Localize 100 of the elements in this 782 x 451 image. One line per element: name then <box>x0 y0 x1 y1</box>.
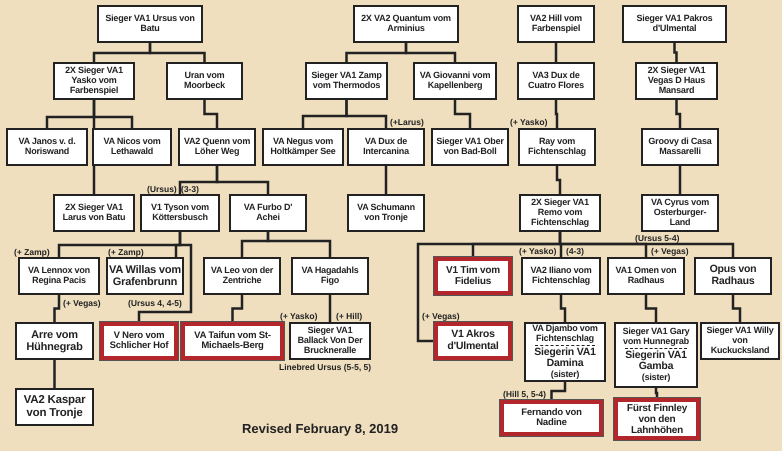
pedigree-line <box>148 43 206 62</box>
pedigree-box <box>15 322 94 360</box>
pedigree-box <box>524 322 606 382</box>
pedigree-box <box>166 62 243 100</box>
pedigree-box <box>53 62 135 100</box>
dog-name: VA Lennox von Regina Pacis <box>27 266 91 286</box>
pedigree-box <box>6 128 88 166</box>
pedigree-box <box>517 5 595 43</box>
dog-name: VA Dux de Intercanina <box>362 137 410 157</box>
dog-name: Groovy di Casa Massarelli <box>647 137 713 157</box>
pedigree-line <box>675 100 682 128</box>
pedigree-box <box>262 128 344 166</box>
breeding-note: (Hill 5, 5-4) <box>503 390 546 398</box>
pedigree-box <box>305 62 388 100</box>
pedigree-box <box>92 128 172 166</box>
pedigree-line <box>404 43 456 62</box>
pedigree-box <box>607 257 685 295</box>
pedigree-line <box>732 295 742 322</box>
breeding-note: (Ursus) <box>147 185 177 194</box>
pedigree-box <box>517 62 595 100</box>
dog-name: VA Negus vom Holtkämper See <box>269 137 337 157</box>
pedigree-box <box>181 322 284 360</box>
pedigree-box <box>289 322 371 360</box>
pedigree-box <box>178 128 256 166</box>
breeding-note: (+ Yasko) <box>280 312 318 320</box>
revision-date: Revised February 8, 2019 <box>242 422 398 435</box>
breeding-note: Linebred Ursus (5-5, 5) <box>279 363 372 372</box>
dog-name: VA Taifun vom St-Michaels-Berg <box>193 330 272 352</box>
dog-name: VA2 Hill vom Farbenspiel <box>529 14 583 34</box>
pedigree-box <box>518 128 596 166</box>
pedigree-box <box>106 257 184 295</box>
breeding-note: (+ Zamp) <box>108 248 144 256</box>
pedigree-box <box>18 257 100 295</box>
dog-name: VA Djambo vom Fichtenschlag <box>531 324 599 344</box>
breeding-note: (+ Vegas) <box>651 247 689 256</box>
pedigree-line <box>345 100 388 128</box>
pedigree-box <box>203 257 281 295</box>
pedigree-line <box>454 100 472 128</box>
pedigree-box <box>291 257 369 295</box>
relation-note: (sister) <box>550 370 580 380</box>
pedigree-box <box>614 398 700 440</box>
pedigree-box <box>641 194 719 232</box>
dog-name: Sieger VA1 Ursus von Batu <box>104 14 196 34</box>
pedigree-line <box>678 166 682 194</box>
dog-name: Sieger VA1 Ballack Von Der Bruckneralle <box>296 326 364 356</box>
dog-name: Ray vom Fichtenschlag <box>527 137 587 157</box>
pedigree-box <box>521 257 601 295</box>
dog-name: V Nero vom Schlicher Hof <box>108 330 170 352</box>
pedigree-line <box>554 43 558 62</box>
pedigree-box <box>622 5 727 43</box>
dog-name: VA2 Iliano vom Fichtenschlag <box>529 266 593 286</box>
pedigree-line <box>644 295 658 322</box>
pedigree-box <box>229 194 307 232</box>
pedigree-box <box>614 322 698 388</box>
pedigree-line <box>673 43 678 62</box>
breeding-note: (+ Vegas) <box>422 312 460 320</box>
pedigree-box <box>347 128 425 166</box>
dog-name: 2X VA2 Quantum vom Arminius <box>360 14 452 34</box>
breeding-note: (4-3) <box>566 247 584 256</box>
dog-name: Sieger VA1 Gary vom Hunnegrab <box>622 327 690 347</box>
breeding-note: (+ Vegas) <box>63 299 101 308</box>
pedigree-line <box>554 100 558 128</box>
dog-name: VA Furbo D' Achei <box>242 203 294 223</box>
dog-name: VA Nicos vom Lethawald <box>102 137 162 157</box>
dog-name: VA Giovanni vom Kapellenberg <box>418 71 492 91</box>
pedigree-line <box>328 295 332 322</box>
breeding-note: (Ursus 4, 4-5) <box>128 299 182 308</box>
breeding-note: (Ursus 5-4) <box>635 234 680 242</box>
dog-name: VA Leo von der Zentriche <box>210 266 274 286</box>
pedigree-box <box>694 257 772 295</box>
pedigree-line <box>654 388 658 398</box>
pedigree-line <box>266 232 332 257</box>
pedigree-box <box>434 257 512 295</box>
sibling-name: Siegerin VA1 Gamba <box>624 350 688 373</box>
pedigree-box <box>635 62 718 100</box>
dog-name: VA2 Kaspar von Tronje <box>22 394 86 420</box>
dog-name: V1 Tyson vom Köttersbusch <box>150 203 210 223</box>
breeding-note: (3-3) <box>181 185 199 194</box>
dog-name: VA1 Omen von Radhaus <box>614 266 678 286</box>
dog-name: Uran vom Moorbeck <box>183 71 226 91</box>
breeding-note: (+ Yasko) <box>510 118 548 126</box>
pedigree-line <box>203 100 218 128</box>
pedigree-line <box>53 360 56 388</box>
pedigree-box <box>519 194 601 232</box>
dog-name: VA2 Quenn vom Löher Weg <box>182 137 252 157</box>
pedigree-line <box>138 232 192 322</box>
sibling-name: Siegerin VA1 Damina <box>533 346 597 370</box>
pedigree-line <box>231 295 244 322</box>
dog-name: 2X Sieger VA1 Remo vom Fichtenschlag <box>530 198 590 228</box>
relation-note: (sister) <box>642 372 670 383</box>
dog-name: VA Hagadahls Figo <box>300 266 360 286</box>
pedigree-line <box>556 166 562 194</box>
breeding-note: (+ Zamp) <box>14 248 50 256</box>
pedigree-box <box>434 322 512 360</box>
dog-name: Sieger VA1 Zamp vom Thermodos <box>310 71 383 91</box>
pedigree-box <box>431 128 509 166</box>
pedigree-line <box>384 166 388 194</box>
pedigree-box <box>413 62 497 100</box>
pedigree-box <box>53 194 135 232</box>
pedigree-line <box>560 295 566 322</box>
